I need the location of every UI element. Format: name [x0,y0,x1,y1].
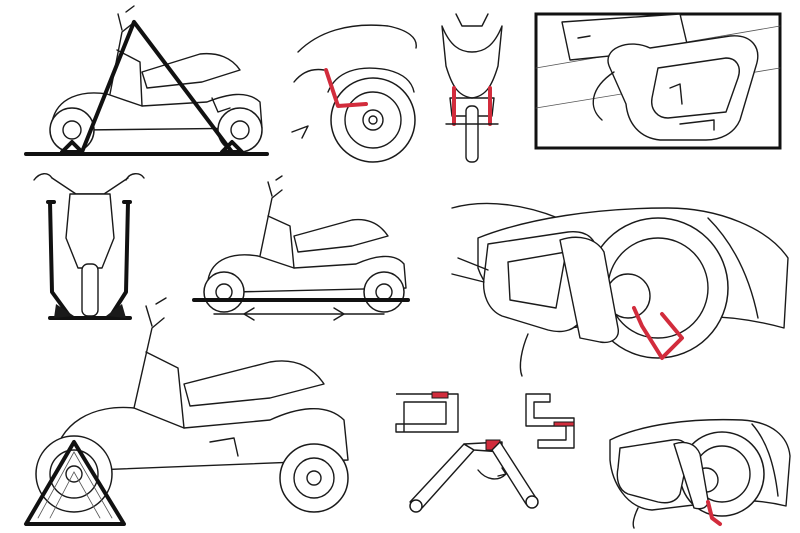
sketch-front-fork-lock [441,13,503,163]
sketch-scooter-floor-rail [192,175,410,321]
sketch-wheel-clamp-closeup [291,24,417,163]
sketch-floor-wheel-chock [534,12,782,150]
sketch-scooter-a-frame [24,5,269,156]
sketch-front-strap-stand [33,173,145,320]
sketch-folding-bracket [395,391,575,513]
sketch-scooter-front-chock [24,297,349,526]
sketch-underside-lock-small [609,418,791,529]
sketch-underside-hook-lock [451,202,789,377]
